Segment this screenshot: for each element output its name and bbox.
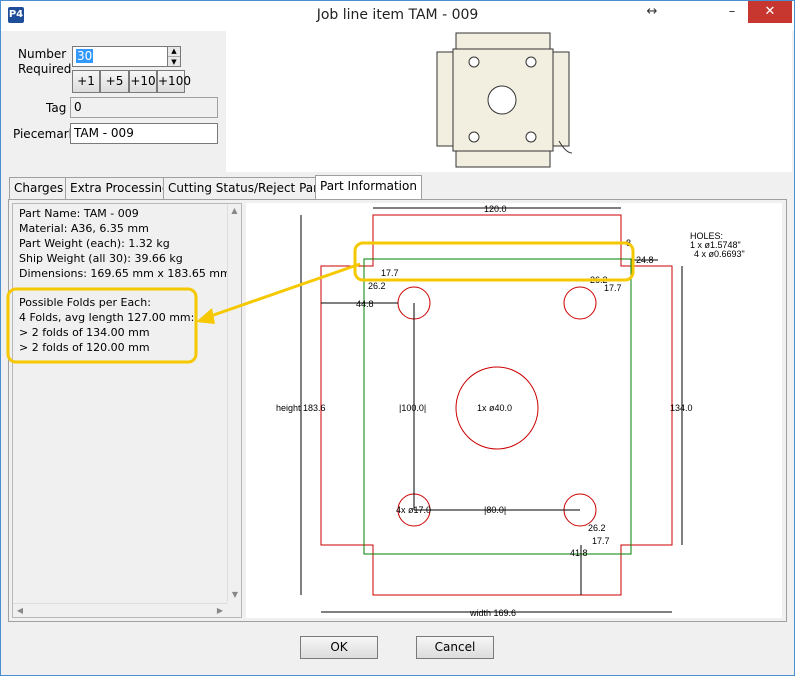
height-label: height 183.6 [276, 403, 326, 413]
part-outline [320, 214, 673, 596]
dim-80-label: |80.0| [484, 505, 506, 515]
title-bar [1, 1, 794, 31]
dim-100-label: |100.0| [399, 403, 426, 413]
dim-17-7-label-b: 17.7 [604, 283, 622, 293]
tab-extra-processing[interactable]: Extra Processing [65, 177, 175, 199]
ok-button[interactable]: OK [300, 636, 378, 659]
dim-134-label: 134.0 [670, 403, 693, 413]
window-title: Job line item TAM - 009 [316, 7, 479, 23]
dim-26-2-label-a: 26.2 [368, 281, 386, 291]
piecemark-field[interactable]: TAM - 009 [70, 123, 218, 144]
holes-title: HOLES: [690, 231, 723, 241]
increment-100-button[interactable]: +100 [157, 70, 191, 93]
material-text: Material: A36, 6.35 mm [19, 222, 149, 235]
ship-weight-text: Ship Weight (all 30): 39.66 kg [19, 252, 183, 265]
increment-5-button[interactable]: +5 [100, 70, 129, 93]
fold-item-2: > 2 folds of 120.00 mm [19, 341, 150, 354]
tag-field[interactable]: 0 [70, 97, 218, 118]
number-label: Number [18, 47, 67, 61]
minimize-button[interactable]: – [728, 4, 736, 19]
highlight-arrow [204, 262, 361, 320]
dim-17-7-label-c: 17.7 [592, 536, 610, 546]
scroll-left-icon[interactable]: ◀ [16, 606, 24, 615]
part-preview [226, 31, 792, 172]
increment-10-button[interactable]: +10 [129, 70, 157, 93]
resize-icon[interactable]: ↔ [646, 4, 658, 19]
part-preview-image [436, 32, 573, 168]
highlight-folds-box [6, 287, 198, 364]
info-vertical-scrollbar[interactable]: ▲ ▼ [227, 204, 241, 602]
dim-120-label: 120.0 [484, 204, 507, 214]
piecemark-label: Piecemark [13, 127, 76, 141]
required-label: Required [18, 62, 72, 76]
holes-line-1: 1 x ø1.5748" [690, 240, 741, 250]
dimensions-text: Dimensions: 169.65 mm x 183.65 mm [19, 267, 231, 280]
scroll-down-icon[interactable]: ▼ [231, 590, 239, 599]
dim-24-8-label: 24.8 [636, 255, 654, 265]
spin-down-icon[interactable]: ▼ [171, 58, 177, 66]
dim-26-2-label-c: 26.2 [588, 523, 606, 533]
app-icon: P4 [8, 7, 24, 23]
highlight-fold-box [353, 241, 635, 282]
increment-1-button[interactable]: +1 [72, 70, 100, 93]
center-hole-label: 1x ø40.0 [477, 403, 512, 413]
fold-item-1: > 2 folds of 134.00 mm [19, 326, 150, 339]
scroll-up-icon[interactable]: ▲ [231, 206, 238, 215]
center-hole [455, 366, 539, 450]
folds-summary: 4 Folds, avg length 127.00 mm: [19, 311, 195, 324]
small-hole-label: 4x ø17.0 [396, 505, 431, 515]
fold-lines [363, 258, 632, 555]
number-required-input[interactable]: 30 [72, 46, 168, 67]
part-weight-text: Part Weight (each): 1.32 kg [19, 237, 170, 250]
number-spinner[interactable]: ▲ ▼ [167, 46, 181, 67]
part-info-box: Part Name: TAM - 009 Material: A36, 6.35… [12, 203, 242, 618]
close-button[interactable]: ✕ [748, 1, 792, 23]
tag-label: Tag [46, 101, 67, 115]
part-name-text: Part Name: TAM - 009 [19, 207, 139, 220]
tab-cutting-status[interactable]: Cutting Status/Reject Parts [163, 177, 335, 199]
hole-top-right [563, 286, 597, 320]
info-horizontal-scrollbar[interactable]: ◀ ▶ [13, 603, 227, 617]
dim-44-8-label: 44.8 [356, 299, 374, 309]
highlight-arrow-head-icon [196, 308, 215, 324]
scroll-right-icon[interactable]: ▶ [216, 606, 224, 615]
cancel-button[interactable]: Cancel [416, 636, 494, 659]
tab-part-information[interactable]: Part Information [315, 175, 422, 200]
width-label: width 169.6 [469, 608, 516, 618]
spin-up-icon[interactable]: ▲ [168, 47, 180, 57]
dim-41-8-label: 41.8 [570, 548, 588, 558]
dim-17-7-label-a: 17.7 [381, 268, 399, 278]
folds-title: Possible Folds per Each: [19, 296, 151, 309]
holes-line-2: 4 x ø0.6693" [694, 249, 745, 259]
